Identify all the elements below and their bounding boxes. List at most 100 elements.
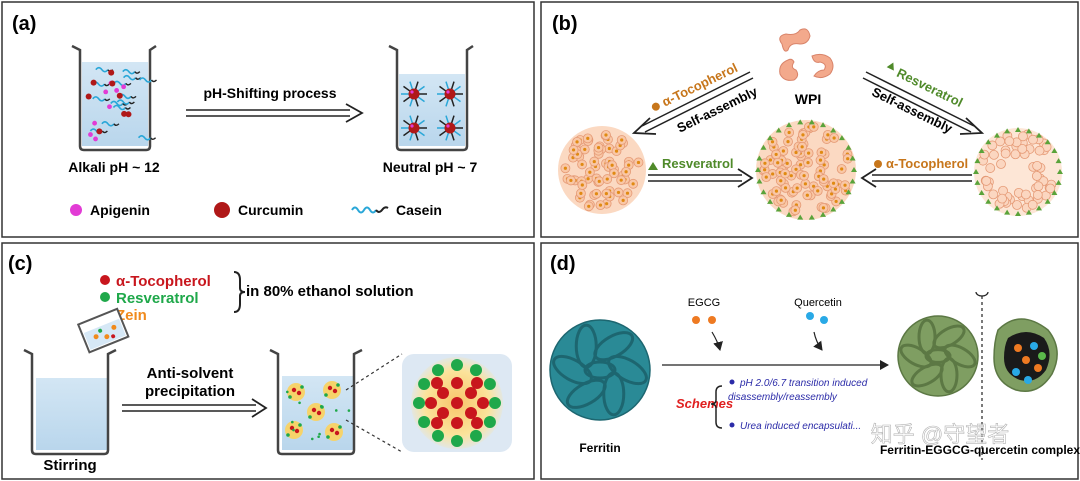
tocopherol-dot (588, 170, 592, 174)
tocopherol-legend-label: α-Tocopherol (116, 273, 211, 290)
resveratrol-outer (470, 364, 482, 377)
resveratrol-triangle (1051, 190, 1058, 195)
casein-legend-tail (375, 206, 389, 213)
tocopherol-dot (833, 187, 838, 191)
casein-strand-tail (124, 106, 131, 110)
tocopherol-inner (471, 417, 483, 429)
panel-a: (a) Alkali pH ~ 12 pH-Shifting process N… (1, 1, 535, 238)
curcumin-particle (121, 110, 128, 117)
protein-cell (1004, 136, 1015, 147)
resveratrol-triangle (849, 178, 856, 184)
tocopherol-dot (802, 174, 806, 178)
tocopherol-dot (597, 179, 601, 183)
tocopherol-inner (425, 397, 437, 409)
resveratrol-triangle (1055, 158, 1062, 164)
resveratrol-arrow (648, 168, 754, 188)
protein-cell (1028, 134, 1038, 145)
resveratrol-outer (432, 429, 444, 442)
tocopherol-dot (592, 159, 596, 164)
resveratrol-triangle (973, 169, 979, 174)
resveratrol-triangle (974, 158, 981, 164)
zoomed-nanoparticle (402, 354, 512, 452)
resveratrol-triangle (1051, 148, 1058, 153)
protein-cell (1031, 171, 1042, 181)
pouring-vessel (76, 307, 130, 354)
resveratrol-outer (418, 378, 431, 390)
tocopherol-dot (616, 190, 621, 195)
tocopherol-dot (604, 191, 608, 196)
tocopherol-inner (465, 407, 477, 419)
casein-strand-tail (113, 123, 120, 127)
micelle-core (408, 88, 420, 100)
protein-cell (1017, 143, 1028, 154)
egcg-dot-1 (692, 316, 700, 324)
scheme1-line2: disassembly/reassembly (728, 392, 838, 403)
egcg-dot-2 (708, 316, 716, 324)
beaker-neutral-liquid (399, 74, 465, 146)
tocopherol-dot (800, 145, 804, 149)
tocopherol-core (316, 410, 322, 416)
tocopherol-dot (818, 158, 823, 162)
resveratrol-triangle (756, 155, 763, 161)
panel-d-label: (d) (550, 253, 576, 275)
panel-b-label: (b) (552, 13, 578, 35)
free-resveratrol (347, 409, 351, 412)
tocopherol-dot (832, 136, 836, 140)
casein-legend-squiggle (351, 206, 377, 214)
resveratrol-shell (308, 415, 312, 419)
tocopherol-dot (586, 136, 590, 140)
tocopherol-dot (834, 199, 838, 204)
nanoparticle-beaker (269, 348, 363, 456)
curcumin-particle (125, 111, 132, 118)
tocopherol-dot (569, 178, 573, 183)
resveratrol-triangle (785, 211, 792, 217)
apigenin-legend-label: Apigenin (90, 202, 150, 218)
resveratrol-triangle (808, 119, 815, 125)
egcg-label: EGCG (688, 297, 720, 309)
resveratrol-triangle (797, 214, 804, 220)
casein-strand (138, 77, 153, 83)
casein-chain (403, 119, 411, 126)
free-resveratrol (298, 401, 301, 405)
tocopherol-dot (821, 206, 826, 210)
resveratrol-outer (483, 416, 496, 428)
resveratrol-legend-label: Resveratrol (116, 290, 199, 307)
cage-body (897, 315, 979, 397)
tocopherol-inner (471, 377, 483, 389)
micelle-core (444, 88, 456, 100)
resveratrol-outer (451, 435, 463, 447)
resveratrol-triangle (755, 167, 761, 172)
panel-c-label: (c) (8, 253, 32, 275)
resveratrol-triangle (808, 214, 815, 220)
tocopherol-core (334, 430, 340, 436)
resveratrol-triangle (845, 144, 852, 150)
tocopherol-dot (830, 192, 834, 196)
casein-strand (122, 74, 137, 81)
resveratrol-shell (288, 395, 292, 399)
curcumin-particle (116, 92, 123, 99)
casein-chain (403, 130, 411, 137)
tocopherol-dot (812, 184, 816, 188)
payload-dot (1022, 356, 1030, 364)
resveratrol-triangle (1044, 139, 1051, 145)
protein-cell (1010, 149, 1021, 160)
stirring-beaker (23, 348, 117, 456)
tocopherol-dot (831, 181, 836, 185)
resveratrol-triangle (775, 127, 782, 133)
resveratrol-triangle (785, 122, 792, 128)
protein-cell (1000, 148, 1011, 159)
alkali-caption: Alkali pH ~ 12 (68, 159, 160, 175)
wpi-label: WPI (795, 91, 821, 107)
casein-chain (409, 81, 414, 90)
tocopherol-inner (431, 377, 443, 389)
protein-cell (1034, 145, 1045, 156)
tocopherol-dot (840, 167, 844, 171)
tocopherol-dot (819, 150, 824, 154)
casein-chain (409, 98, 414, 107)
resveratrol-shell (286, 433, 290, 437)
free-resveratrol (310, 437, 314, 441)
cutaway-payload-dots (1012, 342, 1046, 384)
beaker-neutral (388, 44, 474, 152)
cage-strand (583, 360, 617, 380)
tocopherol-dot (794, 167, 798, 171)
